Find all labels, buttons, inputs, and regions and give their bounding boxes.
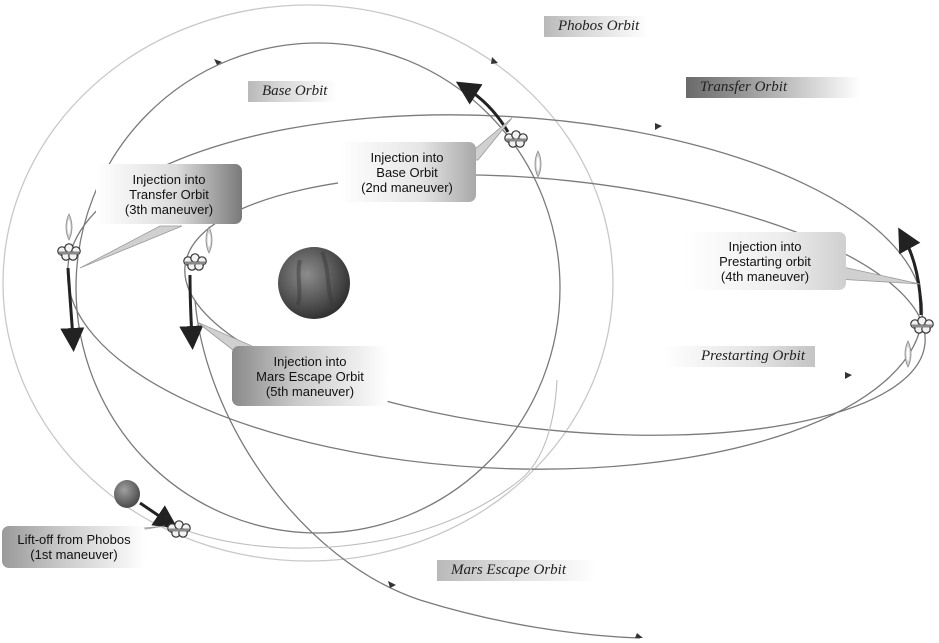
orbit-arrow-icon [635,633,643,638]
escape-orbit-label: Mars Escape Orbit [437,560,596,581]
prestarting-maneuver-arc [898,227,923,316]
callout-escape-injection: Injection into Mars Escape Orbit (5th ma… [232,346,388,406]
callout-line: (1st maneuver) [30,547,118,562]
prestarting-orbit-path [184,174,926,436]
prestarting-orbit-label: Prestarting Orbit [663,346,815,367]
orbit-arrow-icon [655,123,662,130]
engine-plume-icon [534,150,542,178]
callout-line: Injection into [728,238,802,254]
transfer-maneuver-arc [60,267,85,352]
callout-line: (2nd maneuver) [361,179,453,195]
orbit-arrow-icon [491,57,498,64]
escape-maneuver-arc [179,274,204,350]
spacecraft-icon [167,520,191,538]
callout-line: (4th maneuver) [720,268,810,284]
base-orbit-path [75,42,561,534]
callout-line: Lift-off from Phobos [17,532,131,547]
callout-line: Base Orbit [376,164,438,180]
base-maneuver-arc [455,81,510,133]
callout-line: Injection into [370,149,444,165]
engine-plume-icon [904,340,912,368]
engine-plume-icon [205,226,213,254]
callout-pointer [79,225,183,269]
callout-prestarting-injection: Injection into Prestarting orbit (4th ma… [684,232,846,290]
phobos-orbit-path [2,4,614,562]
spacecraft-icon [57,243,81,261]
phobos-moon [114,480,140,508]
orbit-arrow-icon [845,372,852,379]
transfer-orbit-label: Transfer Orbit [686,77,860,98]
liftoff-orbit-path [179,379,558,549]
liftoff-maneuver-arc [139,501,178,529]
callout-transfer-injection: Injection into Transfer Orbit (3th maneu… [96,164,242,224]
escape-orbit-path [194,299,641,639]
callout-line: Injection into [273,353,347,369]
spacecraft-icon [910,316,934,334]
callout-line: Injection into [132,171,206,187]
mars-planet [278,247,350,319]
base-orbit-label: Base Orbit [248,81,338,102]
callout-line: Prestarting orbit [719,253,811,269]
orbit-arrow-icon [214,59,222,65]
callout-base-injection: Injection into Base Orbit (2nd maneuver) [338,142,476,202]
callout-line: Mars Escape Orbit [256,368,364,384]
callout-line: (5th maneuver) [265,383,355,399]
orbit-arrow-icon [388,581,396,588]
callout-line: Transfer Orbit [129,186,209,202]
phobos-orbit-label: Phobos Orbit [544,16,650,37]
callout-liftoff: Lift-off from Phobos (1st maneuver) [2,526,146,568]
engine-plume-icon [65,213,73,241]
spacecraft-icon [504,130,528,148]
callout-line: (3th maneuver) [124,201,214,217]
